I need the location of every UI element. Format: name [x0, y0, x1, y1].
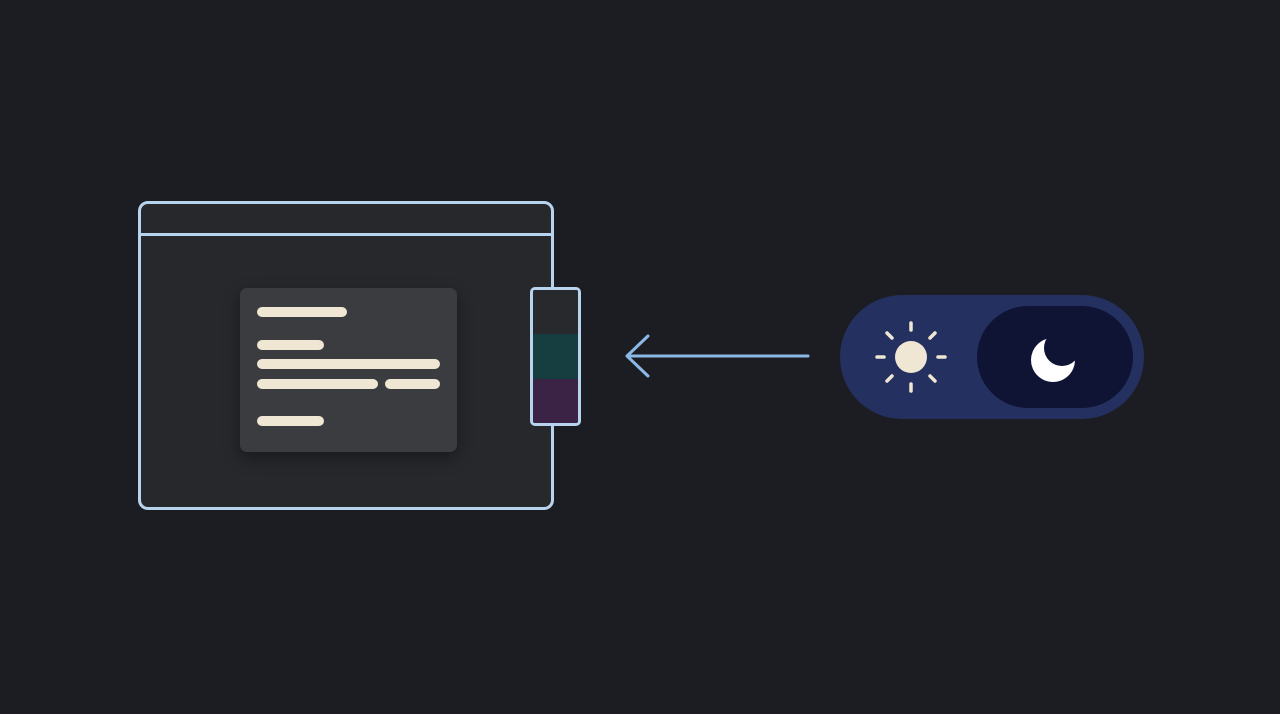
- theme-toggle[interactable]: [840, 295, 1144, 419]
- window-titlebar: [141, 204, 551, 236]
- moon-icon: [1031, 338, 1075, 382]
- text-line: [385, 379, 440, 389]
- sun-icon: [875, 321, 947, 393]
- swatch-purple: [533, 378, 578, 423]
- text-line: [257, 359, 440, 369]
- app-window: [138, 201, 554, 510]
- color-swatch-strip: [530, 287, 581, 426]
- content-card: [240, 288, 457, 452]
- swatch-dark: [533, 290, 578, 335]
- arrow-left-icon: [625, 334, 810, 378]
- text-line: [257, 416, 324, 426]
- text-line: [257, 340, 324, 350]
- swatch-teal: [533, 334, 578, 379]
- text-line: [257, 379, 378, 389]
- text-line: [257, 307, 347, 317]
- toggle-knob[interactable]: [977, 306, 1133, 408]
